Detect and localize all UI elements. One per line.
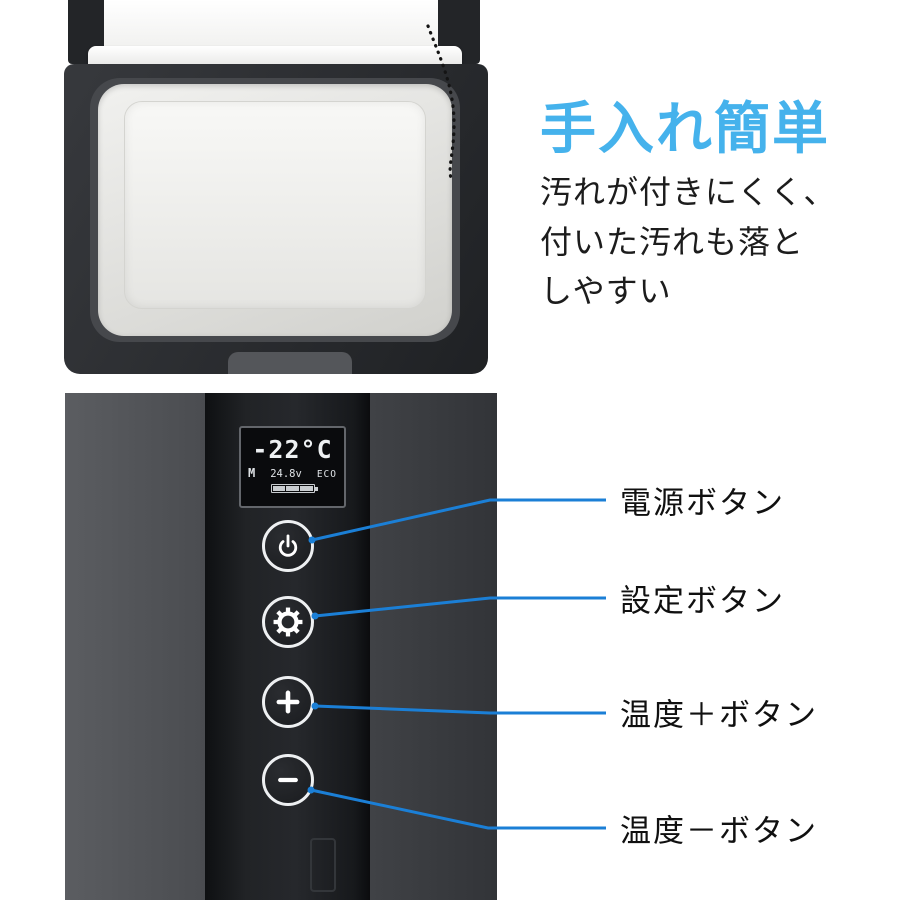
device-side-right (370, 393, 497, 900)
inner-tray (98, 84, 452, 336)
plus-icon (276, 690, 300, 714)
temp-minus-button (262, 754, 314, 806)
voltage-readout: 24.8v (270, 468, 302, 480)
feature-description: 汚れが付きにくく、 付いた汚れも落と しやすい (540, 168, 836, 317)
power-icon (278, 534, 298, 557)
settings-button (262, 596, 314, 648)
lcd-display: -22°C M 24.8v ECO (239, 426, 346, 508)
feature-heading: 手入れ簡単 (540, 97, 830, 160)
minus-icon (278, 777, 298, 783)
power-button (262, 520, 314, 572)
eco-indicator: ECO (316, 469, 337, 480)
feature-line-2: 付いた汚れも落と (540, 223, 805, 260)
callout-label-temp-plus: 温度＋ボタン (620, 697, 818, 733)
lcd-status-row: M 24.8v ECO (241, 466, 344, 480)
callout-label-temp-minus: 温度－ボタン (620, 813, 818, 849)
device-side-left (65, 393, 207, 900)
tray-floor (124, 101, 426, 309)
mode-indicator: M (248, 466, 256, 480)
temp-plus-button (262, 676, 314, 728)
drain-plug-chain (426, 24, 456, 180)
panel-slot (310, 838, 336, 892)
handle-recess (228, 352, 352, 374)
battery-indicator (270, 484, 318, 493)
gear-icon (273, 607, 303, 637)
feature-line-1: 汚れが付きにくく、 (540, 174, 837, 210)
callout-label-settings: 設定ボタン (620, 583, 785, 619)
feature-line-3: しやすい (540, 273, 672, 310)
cooler-body (64, 64, 488, 374)
callout-label-power: 電源ボタン (620, 485, 785, 521)
temperature-readout: -22°C (252, 435, 333, 464)
